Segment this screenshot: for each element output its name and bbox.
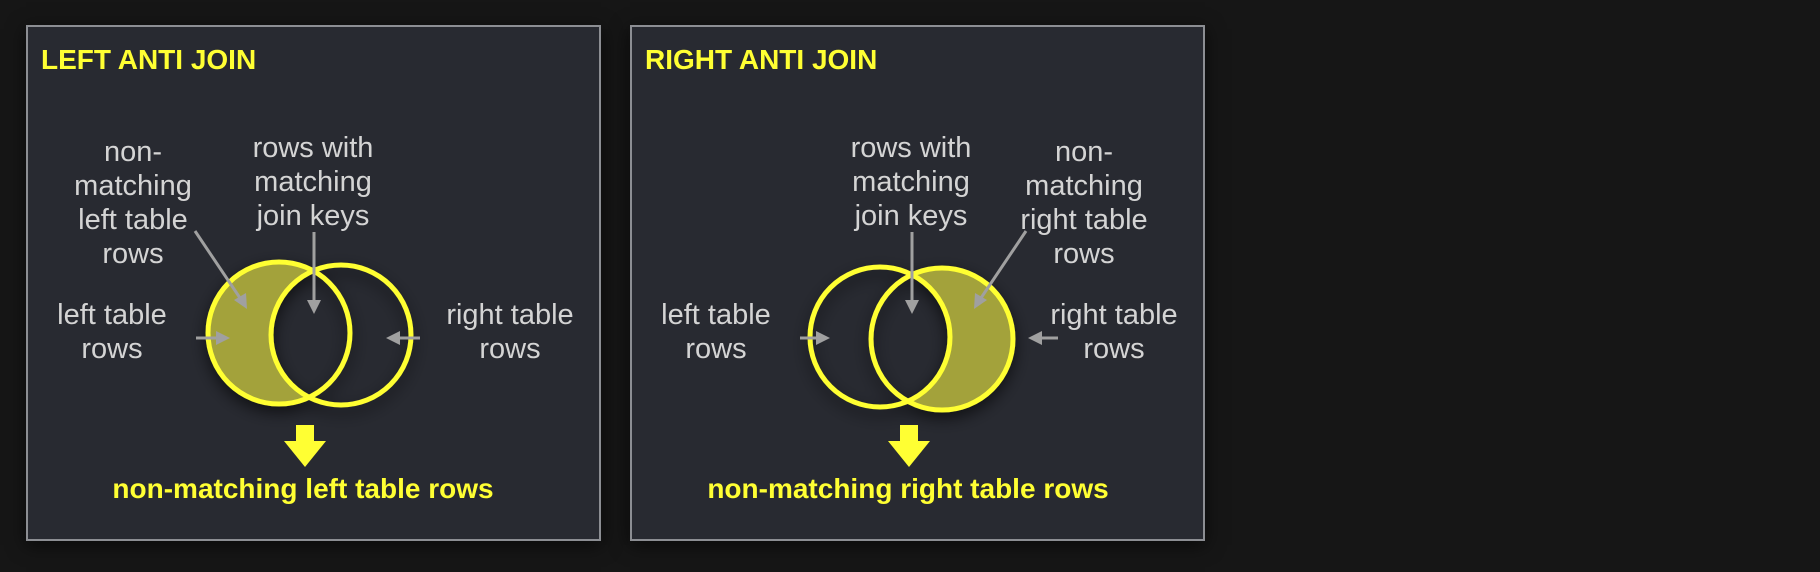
arrow-nonmatching — [979, 230, 1028, 299]
label-line: rows with — [851, 132, 972, 164]
label-line: matching — [1025, 170, 1143, 202]
label-line: matching — [74, 170, 192, 202]
arrow-shaft — [900, 425, 918, 443]
label-line: matching — [254, 166, 372, 198]
label-line: join keys — [256, 200, 370, 232]
label-line: non- — [104, 136, 162, 168]
label-line: rows — [81, 333, 142, 365]
left-table-rows-label: left table rows — [661, 299, 771, 365]
label-line: right table — [1050, 299, 1177, 331]
label-line: left table — [57, 299, 167, 331]
pointer-arrows — [800, 230, 1058, 345]
arrow-head — [284, 441, 326, 467]
label-line: non- — [1055, 136, 1113, 168]
arrow-head — [888, 441, 930, 467]
label-line: rows — [1053, 238, 1114, 270]
left-table-rows-label: left table rows — [57, 299, 167, 365]
label-line: left table — [78, 204, 188, 236]
right-table-rows-label: right table rows — [1050, 299, 1177, 365]
label-line: rows — [102, 238, 163, 270]
label-line: right table — [1020, 204, 1147, 236]
left-anti-join-diagram: LEFT ANTI JOIN non- matching left table … — [41, 44, 574, 504]
label-line: join keys — [854, 200, 968, 232]
arrow-head — [1028, 331, 1042, 345]
label-line: matching — [852, 166, 970, 198]
left-table-circle — [205, 259, 353, 407]
venn-diagram — [205, 259, 414, 408]
panel-title: LEFT ANTI JOIN — [41, 44, 256, 75]
arrow-head — [216, 331, 230, 345]
left-anti-join-panel: LEFT ANTI JOIN non- matching left table … — [26, 25, 601, 541]
label-line: right table — [446, 299, 573, 331]
right-table-circle — [268, 262, 414, 408]
right-anti-join-panel: RIGHT ANTI JOIN rows with matching join … — [630, 25, 1205, 541]
result-label: non-matching left table rows — [112, 473, 493, 504]
arrow-head — [307, 300, 321, 314]
panel-title: RIGHT ANTI JOIN — [645, 44, 877, 75]
pointer-arrows — [193, 230, 420, 345]
result-arrow — [284, 425, 326, 467]
right-anti-join-diagram: RIGHT ANTI JOIN rows with matching join … — [645, 44, 1178, 504]
label-line: rows — [479, 333, 540, 365]
arrow-nonmatching — [193, 230, 242, 299]
matching-join-keys-label: rows with matching join keys — [851, 132, 972, 232]
result-label: non-matching right table rows — [707, 473, 1108, 504]
nonmatching-right-label: non- matching right table rows — [1020, 136, 1147, 270]
nonmatching-left-label: non- matching left table rows — [74, 136, 192, 270]
arrow-head — [234, 293, 247, 309]
right-table-rows-label: right table rows — [446, 299, 573, 365]
arrow-head — [816, 331, 830, 345]
arrow-head — [905, 300, 919, 314]
result-arrow — [888, 425, 930, 467]
label-line: left table — [661, 299, 771, 331]
arrow-head — [386, 331, 400, 345]
label-line: rows with — [253, 132, 374, 164]
arrow-head — [974, 293, 987, 309]
right-table-circle — [868, 265, 1016, 413]
arrow-shaft — [296, 425, 314, 443]
matching-join-keys-label: rows with matching join keys — [253, 132, 374, 232]
label-line: rows — [1083, 333, 1144, 365]
label-line: rows — [685, 333, 746, 365]
